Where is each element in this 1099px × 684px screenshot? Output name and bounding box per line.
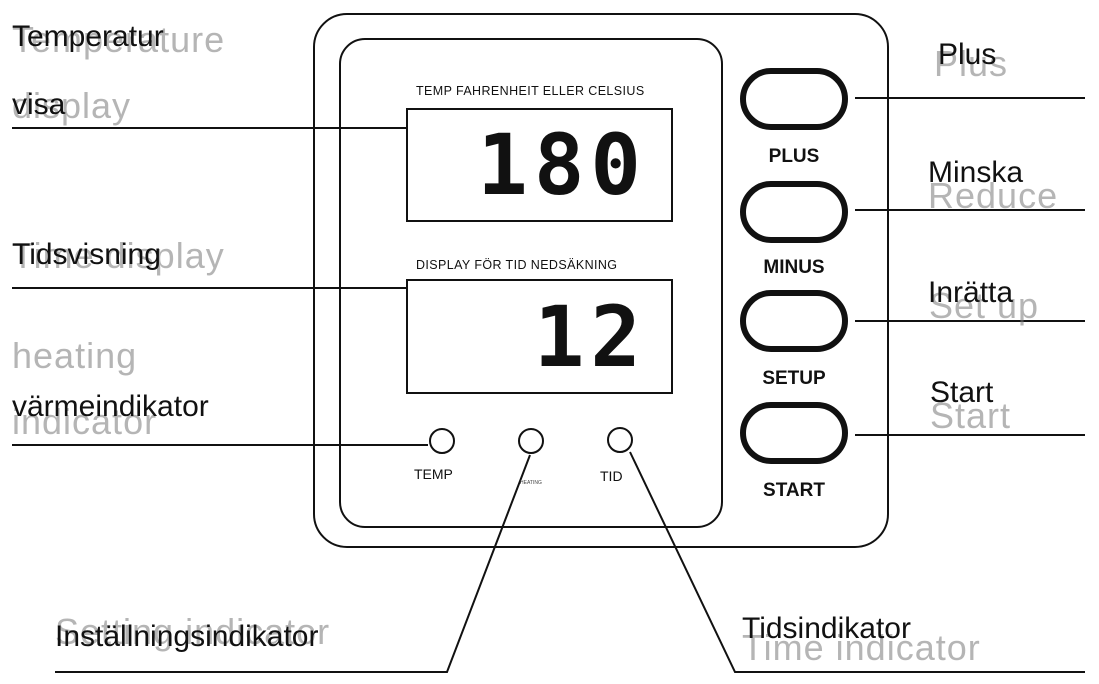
ghost-heating-line2: indicator — [12, 401, 158, 442]
ghost-temp-display-line2: display — [12, 85, 132, 126]
time-value: 12 — [533, 287, 647, 386]
ghost-setup: Set up — [929, 285, 1040, 326]
start-button-label: START — [763, 480, 825, 501]
ghost-minus: Reduce — [928, 175, 1059, 216]
minus-button[interactable] — [740, 181, 848, 243]
callout-setting-indicator: Inställningsindikator — [55, 620, 319, 653]
callout-setup: Inrätta — [928, 276, 1014, 309]
display-panel — [339, 38, 723, 528]
time-display-caption: DISPLAY FÖR TID NEDSÄKNING — [416, 258, 618, 272]
minus-button-label: MINUS — [763, 257, 825, 278]
setup-button[interactable] — [740, 290, 848, 352]
ghost-heating-line1: heating — [12, 335, 138, 376]
temp-display-caption: TEMP FAHRENHEIT ELLER CELSIUS — [416, 84, 645, 98]
temp-display: 180 — [406, 108, 673, 222]
callout-plus: Plus — [938, 38, 997, 71]
callout-temp-display-line2: visa — [12, 88, 66, 121]
setup-button-label: SETUP — [762, 368, 826, 389]
ghost-temp-display-line1: Temperature — [12, 19, 226, 60]
ghost-time-indicator: Time indicator — [742, 627, 981, 668]
callout-minus: Minska — [928, 156, 1024, 189]
device-frame — [313, 13, 889, 548]
time-display: 12 — [406, 279, 673, 394]
time-indicator-label: TID — [600, 468, 623, 484]
plus-button[interactable] — [740, 68, 848, 130]
callout-time-indicator: Tidsindikator — [742, 612, 911, 645]
callout-time-display: Tidsvisning — [12, 238, 161, 271]
setting-indicator-led — [518, 428, 544, 454]
ghost-plus: Plus — [934, 43, 1009, 84]
callout-heating-indicator: värmeindikator — [12, 390, 209, 423]
temp-indicator-label: TEMP — [414, 466, 453, 482]
setting-indicator-label: HEATING — [520, 480, 542, 486]
plus-button-label: PLUS — [768, 146, 820, 167]
ghost-time-display: Time display — [12, 235, 225, 276]
start-button[interactable] — [740, 402, 848, 464]
temp-indicator-led — [429, 428, 455, 454]
ghost-setting-indicator: Setting indicator — [55, 611, 331, 652]
leader-time-indicator — [629, 451, 1085, 673]
temp-value: 180 — [477, 116, 647, 214]
time-indicator-led — [607, 427, 633, 453]
ghost-start: Start — [930, 395, 1012, 436]
callout-temp-display-line1: Temperatur — [12, 20, 164, 53]
callout-start: Start — [930, 376, 994, 409]
